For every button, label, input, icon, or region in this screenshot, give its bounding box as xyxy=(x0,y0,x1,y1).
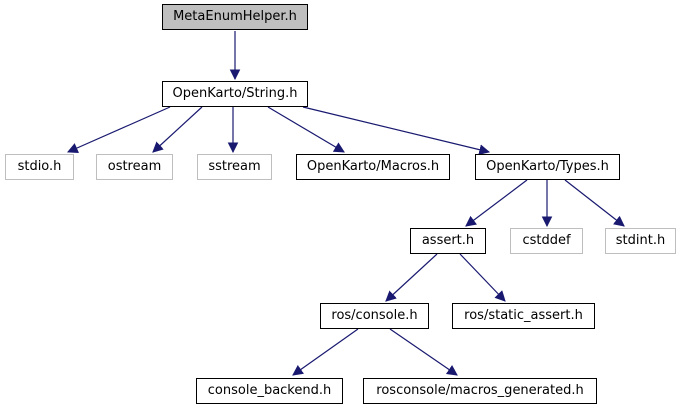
edge-string-types xyxy=(302,106,491,155)
node-openkarto-string-h[interactable]: OpenKarto/String.h xyxy=(162,81,308,107)
node-ostream: ostream xyxy=(96,154,173,180)
edge-console-backend xyxy=(292,328,359,376)
node-rosconsole-macros-generated-h[interactable]: rosconsole/macros_generated.h xyxy=(363,378,597,404)
node-assert-h[interactable]: assert.h xyxy=(410,228,486,254)
edge-string-ostream xyxy=(152,106,203,153)
node-ros-console-h[interactable]: ros/console.h xyxy=(320,303,429,329)
node-stdio-h: stdio.h xyxy=(5,154,74,180)
edge-assert-rosconsole xyxy=(385,253,438,302)
node-metaenumhelper-h: MetaEnumHelper.h xyxy=(162,4,308,30)
edge-console-macrosgen xyxy=(389,328,458,376)
node-stdint-h: stdint.h xyxy=(605,228,676,254)
node-openkarto-types-h[interactable]: OpenKarto/Types.h xyxy=(475,154,620,180)
node-ros-static-assert-h[interactable]: ros/static_assert.h xyxy=(452,303,595,329)
node-sstream: sstream xyxy=(197,154,272,180)
node-console-backend-h[interactable]: console_backend.h xyxy=(196,378,343,404)
edge-assert-staticassert xyxy=(459,253,506,302)
edge-string-macros xyxy=(267,106,345,153)
edge-string-stdio xyxy=(67,106,171,154)
node-openkarto-macros-h[interactable]: OpenKarto/Macros.h xyxy=(296,154,450,180)
node-cstddef: cstddef xyxy=(510,228,583,254)
edge-types-assert xyxy=(465,179,528,227)
edge-types-stdint xyxy=(564,179,625,227)
